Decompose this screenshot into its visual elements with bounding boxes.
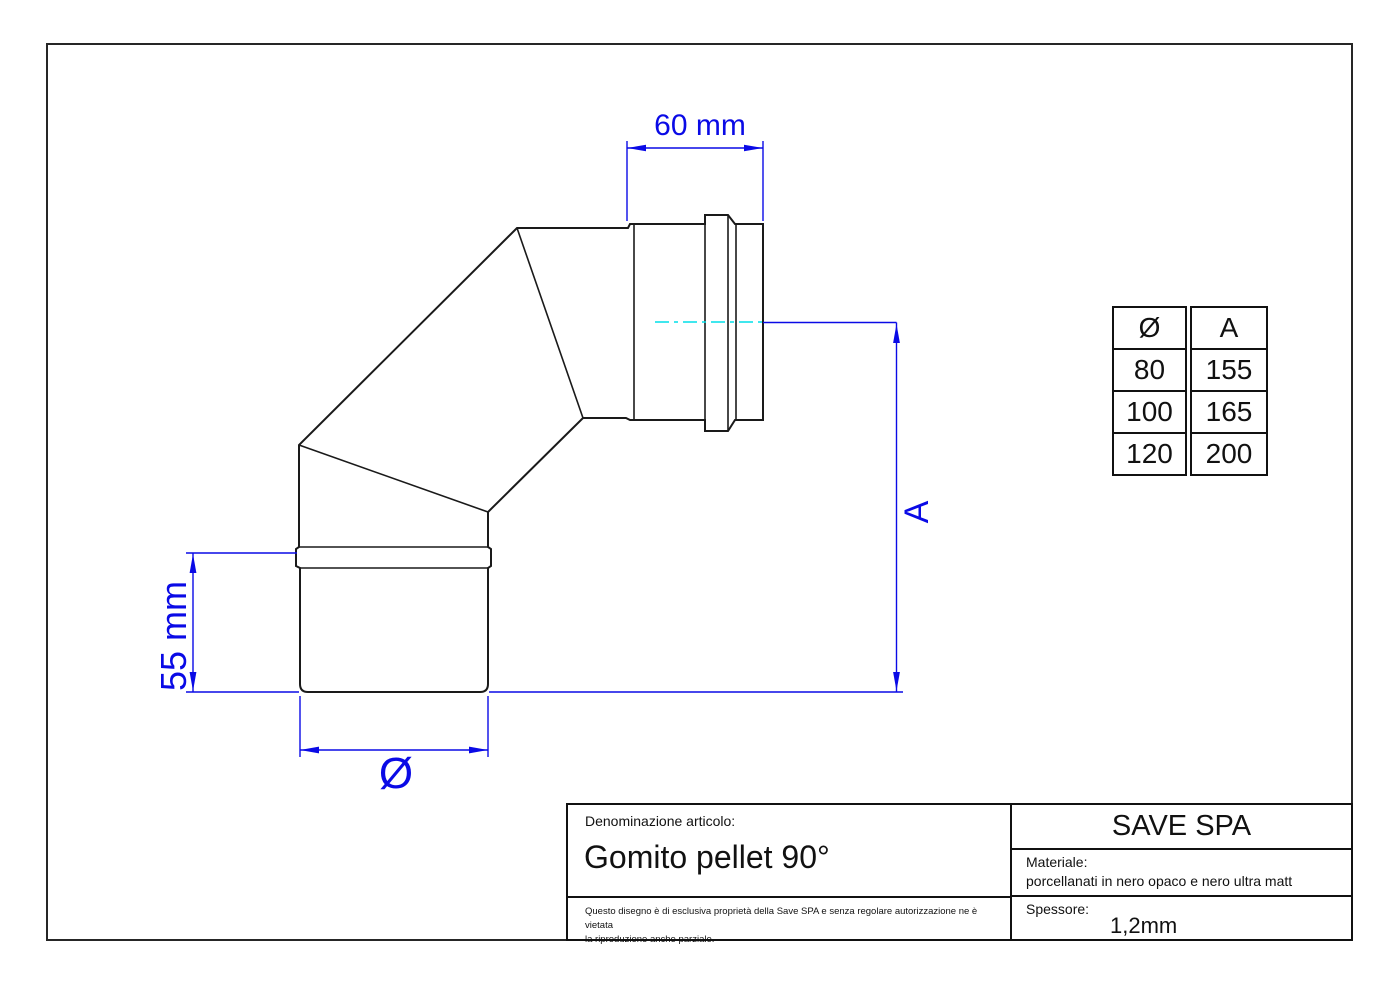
size-table: Ø 80 100 120 A 155 165 200 bbox=[1112, 306, 1268, 476]
thickness-cell: Spessore: 1,2mm bbox=[1012, 897, 1351, 939]
dim-55mm-label: 55 mm bbox=[153, 580, 194, 692]
copyright-line2: la riproduzione anche parziale. bbox=[585, 934, 715, 945]
arrow-60-left bbox=[627, 144, 646, 152]
title-block-article-cell: Denominazione articolo: Gomito pellet 90… bbox=[568, 805, 1012, 945]
table-cell: 200 bbox=[1190, 432, 1268, 476]
elbow-body bbox=[295, 214, 764, 693]
dim-60mm-label: 60 mm bbox=[654, 109, 746, 142]
denomination-label: Denominazione articolo: bbox=[585, 813, 736, 829]
article-name: Gomito pellet 90° bbox=[584, 839, 830, 875]
thickness-value: 1,2mm bbox=[1110, 913, 1178, 938]
arrow-55-down bbox=[189, 672, 197, 691]
table-cell: 80 bbox=[1112, 348, 1187, 392]
size-table-diameter-column: Ø 80 100 120 bbox=[1112, 306, 1187, 476]
sheet-border-frame bbox=[46, 43, 1353, 941]
arrow-a-up bbox=[893, 324, 900, 343]
thickness-label: Spessore: bbox=[1026, 901, 1090, 917]
segment-seam-lower bbox=[298, 444, 489, 513]
material-label: Materiale: bbox=[1026, 854, 1088, 870]
size-table-header-a: A bbox=[1190, 306, 1268, 350]
copyright-line1: Questo disegno è di esclusiva proprietà … bbox=[585, 906, 978, 931]
table-cell: 120 bbox=[1112, 432, 1187, 476]
dimension-arrowheads bbox=[189, 144, 900, 754]
title-block-divider bbox=[568, 896, 1010, 898]
company-name: SAVE SPA bbox=[1012, 805, 1351, 850]
title-block: Denominazione articolo: Gomito pellet 90… bbox=[566, 803, 1353, 945]
size-table-a-column: A 155 165 200 bbox=[1190, 306, 1268, 476]
size-table-header-diameter: Ø bbox=[1112, 306, 1187, 350]
dim-diameter-label: Ø bbox=[378, 749, 414, 798]
arrow-a-down bbox=[893, 672, 900, 691]
arrow-55-up bbox=[189, 554, 197, 573]
table-cell: 100 bbox=[1112, 390, 1187, 434]
elbow-outline bbox=[295, 214, 764, 693]
dimension-lines bbox=[186, 141, 903, 757]
title-block-company-cells: SAVE SPA Materiale: porcellanati in nero… bbox=[1012, 805, 1351, 939]
dim-a-label: A bbox=[898, 500, 936, 524]
copyright-note: Questo disegno è di esclusiva proprietà … bbox=[585, 905, 1000, 947]
material-value: porcellanati in nero opaco e nero ultra … bbox=[1026, 873, 1293, 889]
table-cell: 165 bbox=[1190, 390, 1268, 434]
arrow-dia-left bbox=[300, 746, 319, 754]
table-cell: 155 bbox=[1190, 348, 1268, 392]
arrow-60-right bbox=[744, 144, 763, 152]
segment-seam-upper bbox=[516, 227, 584, 419]
arrow-dia-right bbox=[469, 746, 488, 754]
material-cell: Materiale: porcellanati in nero opaco e … bbox=[1012, 850, 1351, 897]
